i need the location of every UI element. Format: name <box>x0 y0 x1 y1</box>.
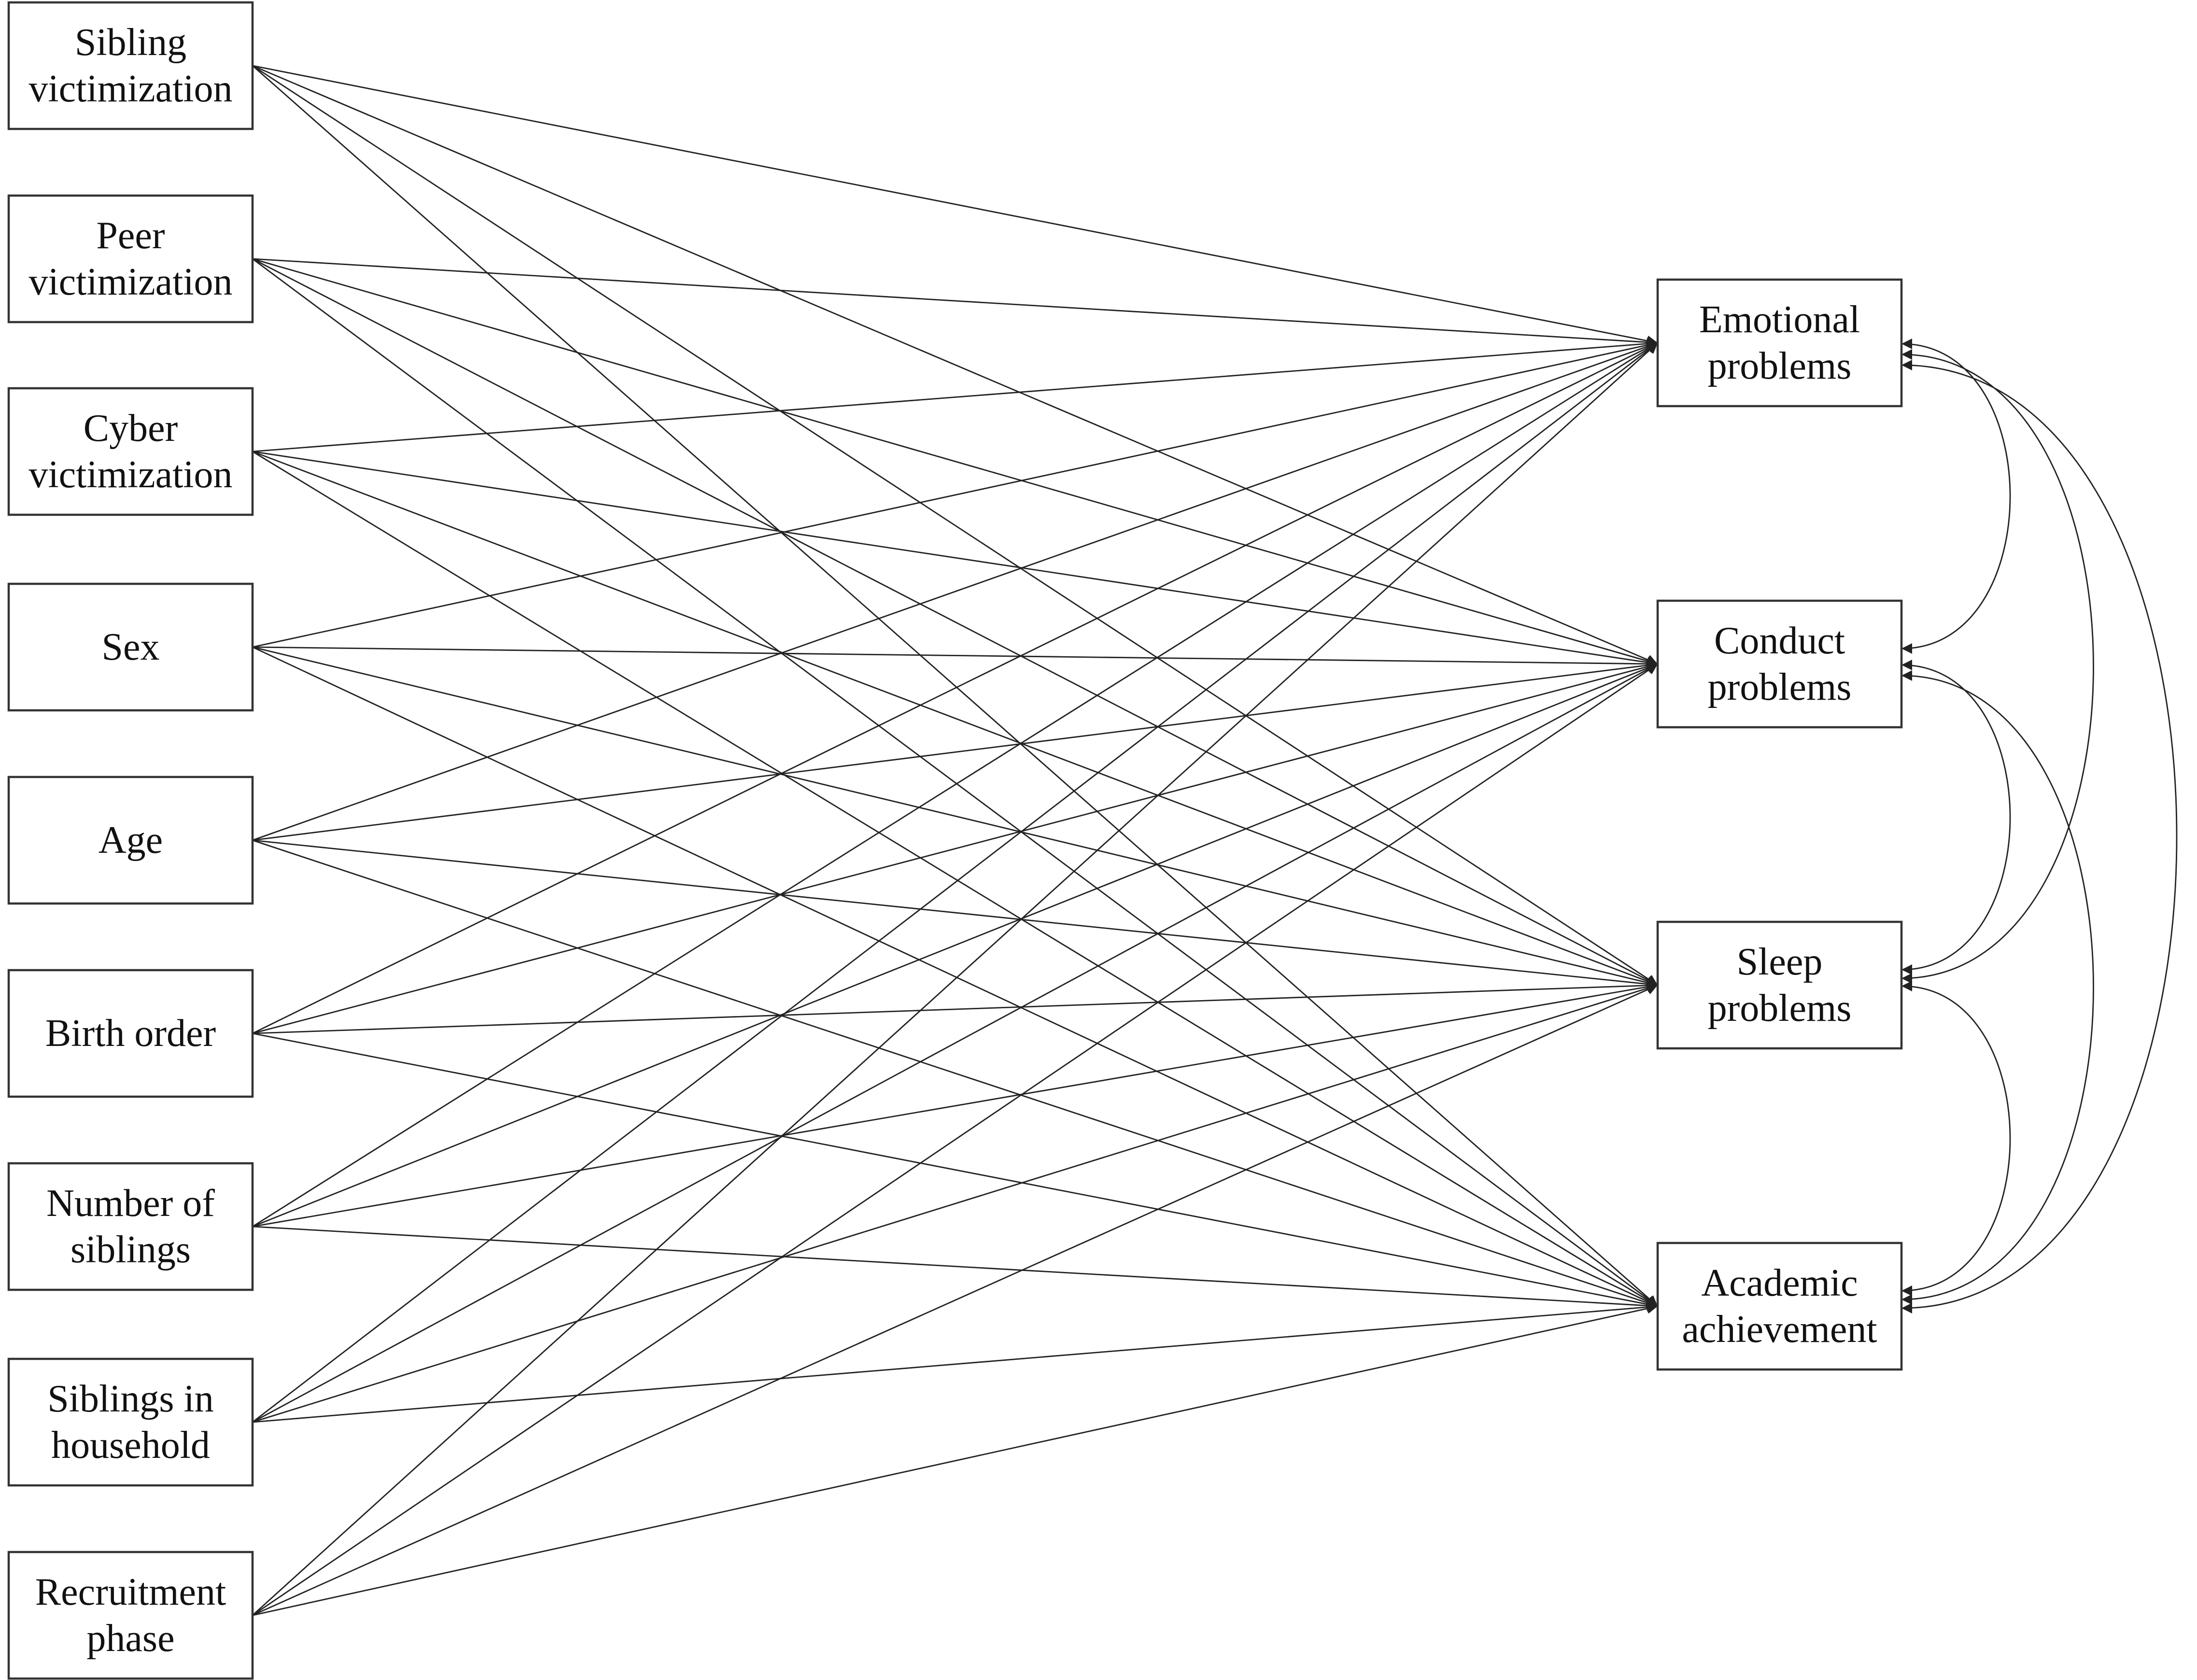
covariance-emotional-problems-sleep-problems <box>1901 349 2094 984</box>
path-siblings-in-household-to-sleep-problems <box>252 983 1658 1423</box>
predictor-box <box>7 776 254 905</box>
path-sibling-victimization-to-sleep-problems <box>252 65 1658 986</box>
predictor-box <box>7 1357 254 1487</box>
path-number-of-siblings-to-academic-achievement <box>252 1226 1658 1311</box>
path-cyber-victimization-to-academic-achievement <box>252 451 1658 1307</box>
path-siblings-in-household-to-emotional-problems <box>252 342 1658 1423</box>
outcome-label-line: Conduct <box>1714 620 1845 662</box>
path-peer-victimization-to-conduct-problems <box>252 258 1658 666</box>
path-birth-order-to-emotional-problems <box>252 342 1658 1034</box>
regression-paths <box>252 65 1658 1616</box>
predictor-box <box>7 387 254 516</box>
path-cyber-victimization-to-conduct-problems <box>252 451 1658 668</box>
path-sex-to-conduct-problems <box>252 646 1658 669</box>
outcome-label-line: problems <box>1708 345 1852 387</box>
predictor-label-line: Siblings in <box>47 1378 214 1420</box>
path-age-to-emotional-problems <box>252 341 1658 841</box>
predictor-label-line: victimization <box>28 261 232 303</box>
outcome-box <box>1656 278 1903 408</box>
path-sex-to-academic-achievement <box>252 646 1658 1307</box>
path-sex-to-sleep-problems <box>252 646 1658 988</box>
predictor-box <box>7 1551 254 1680</box>
path-sibling-victimization-to-emotional-problems <box>252 65 1658 346</box>
predictor-node-birth-order: Birth order <box>7 969 254 1098</box>
outcome-box <box>1656 920 1903 1050</box>
path-number-of-siblings-to-conduct-problems <box>252 663 1658 1228</box>
predictor-label-line: victimization <box>28 68 232 110</box>
path-recruitment-phase-to-conduct-problems <box>252 663 1658 1616</box>
predictor-label-line: siblings <box>70 1228 191 1271</box>
predictor-label-line: phase <box>86 1617 174 1660</box>
predictor-label-line: Age <box>99 819 163 861</box>
path-age-to-conduct-problems <box>252 660 1658 841</box>
path-cyber-victimization-to-sleep-problems <box>252 451 1658 987</box>
covariance-conduct-problems-sleep-problems <box>1901 660 2011 975</box>
outcome-label-line: Sleep <box>1737 941 1823 983</box>
path-siblings-in-household-to-academic-achievement <box>252 1301 1658 1423</box>
outcome-box <box>1656 599 1903 729</box>
path-age-to-sleep-problems <box>252 839 1658 989</box>
outcome-label-line: Academic <box>1701 1262 1858 1304</box>
predictor-label-line: Number of <box>46 1182 215 1225</box>
outcome-label-line: achievement <box>1682 1308 1877 1351</box>
predictor-box <box>7 582 254 712</box>
path-sex-to-emotional-problems <box>252 339 1658 648</box>
predictor-label-line: Birth order <box>45 1012 216 1055</box>
path-number-of-siblings-to-emotional-problems <box>252 342 1658 1228</box>
predictor-label-line: household <box>51 1424 210 1467</box>
path-sibling-victimization-to-conduct-problems <box>252 65 1658 665</box>
predictor-label-line: Cyber <box>84 407 178 450</box>
outcome-label-line: problems <box>1708 987 1852 1030</box>
path-cyber-victimization-to-emotional-problems <box>252 338 1658 452</box>
covariance-conduct-problems-academic-achievement <box>1901 670 2094 1305</box>
path-recruitment-phase-to-emotional-problems <box>252 342 1658 1616</box>
path-peer-victimization-to-sleep-problems <box>252 258 1658 986</box>
covariance-emotional-problems-conduct-problems <box>1901 339 2011 654</box>
predictor-node-age: Age <box>7 776 254 905</box>
predictor-label-line: Recruitment <box>35 1571 226 1613</box>
predictor-box <box>7 969 254 1098</box>
covariance-emotional-problems-academic-achievement <box>1901 360 2178 1313</box>
path-siblings-in-household-to-conduct-problems <box>252 663 1658 1423</box>
nodes: SiblingvictimizationPeervictimizationCyb… <box>7 1 1903 1680</box>
predictor-label-line: victimization <box>28 453 232 496</box>
path-peer-victimization-to-academic-achievement <box>252 258 1658 1307</box>
path-peer-victimization-to-emotional-problems <box>252 258 1658 348</box>
path-birth-order-to-academic-achievement <box>252 1032 1658 1310</box>
predictor-label-line: Sibling <box>75 21 186 64</box>
covariance-curves <box>1901 339 2178 1313</box>
predictor-box <box>7 194 254 324</box>
predictor-label-line: Peer <box>96 214 165 257</box>
predictor-box <box>7 1 254 130</box>
predictor-box <box>7 1162 254 1291</box>
covariance-sleep-problems-academic-achievement <box>1901 981 2011 1296</box>
path-recruitment-phase-to-sleep-problems <box>252 984 1658 1616</box>
path-birth-order-to-conduct-problems <box>252 661 1658 1034</box>
outcome-label-line: Emotional <box>1699 298 1860 341</box>
outcome-label-line: problems <box>1708 666 1852 708</box>
predictor-label-line: Sex <box>102 626 160 668</box>
path-sibling-victimization-to-academic-achievement <box>252 65 1658 1307</box>
outcome-box <box>1656 1242 1903 1371</box>
path-birth-order-to-sleep-problems <box>252 980 1658 1034</box>
path-number-of-siblings-to-sleep-problems <box>252 981 1658 1228</box>
path-recruitment-phase-to-academic-achievement <box>252 1303 1658 1616</box>
predictor-node-sex: Sex <box>7 582 254 712</box>
path-age-to-academic-achievement <box>252 839 1658 1308</box>
